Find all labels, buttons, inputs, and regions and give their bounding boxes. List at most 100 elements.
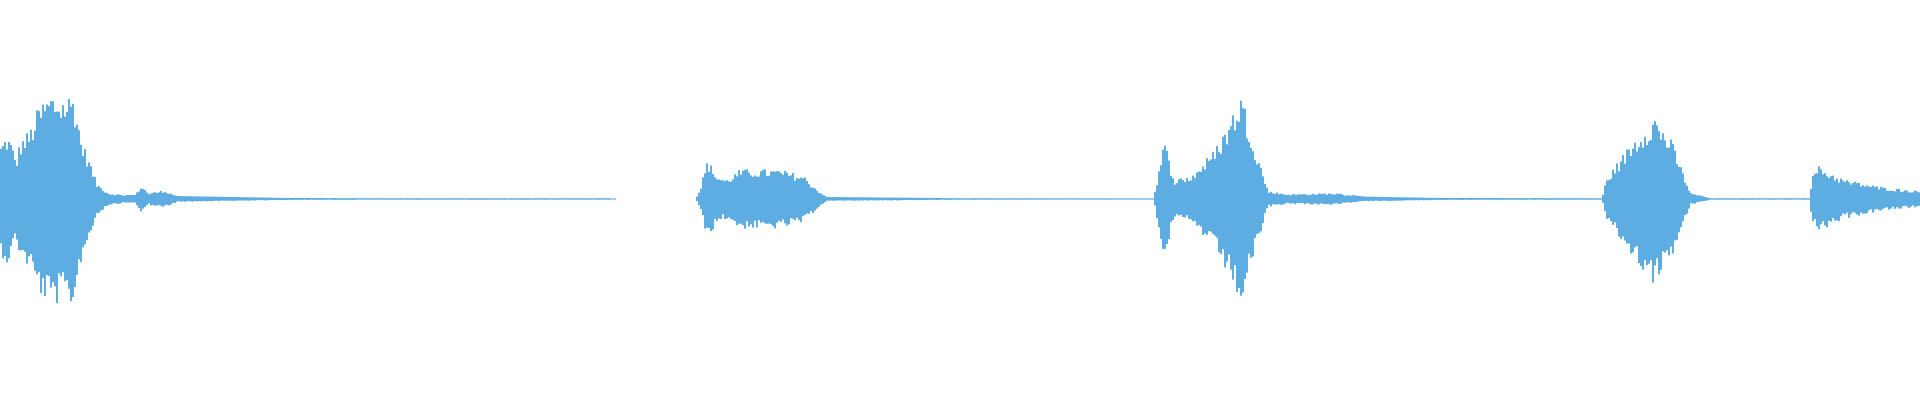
waveform-sample — [518, 198, 520, 200]
waveform-sample — [552, 198, 554, 200]
waveform-sample — [1680, 167, 1682, 228]
waveform-sample — [1390, 197, 1392, 201]
waveform-sample — [780, 173, 782, 222]
waveform-sample — [1750, 198, 1752, 200]
waveform-sample — [922, 197, 924, 201]
waveform-sample — [938, 198, 940, 200]
waveform-sample — [270, 197, 272, 201]
waveform-sample — [602, 198, 604, 200]
waveform-sample — [1406, 197, 1408, 201]
waveform-sample — [724, 180, 726, 219]
waveform-sample — [1878, 189, 1880, 211]
waveform-sample — [264, 197, 266, 201]
waveform-sample — [1764, 198, 1766, 200]
waveform-sample — [94, 176, 96, 218]
waveform-sample — [256, 197, 258, 201]
waveform-sample — [414, 198, 416, 200]
waveform-sample — [800, 177, 802, 223]
waveform-sample — [1222, 136, 1224, 250]
waveform-sample — [1894, 191, 1896, 209]
waveform-sample — [156, 192, 158, 206]
waveform-sample — [282, 197, 284, 201]
waveform-sample — [152, 192, 154, 205]
waveform-sample — [1858, 182, 1860, 216]
waveform-sample — [1166, 150, 1168, 244]
waveform-sample — [402, 198, 404, 200]
waveform-sample — [1346, 195, 1348, 203]
waveform-sample — [136, 192, 138, 206]
waveform-sample — [72, 103, 74, 297]
waveform-sample — [1430, 197, 1432, 201]
waveform-sample — [1806, 198, 1808, 200]
waveform-sample — [426, 198, 428, 200]
waveform-sample — [1898, 189, 1900, 209]
waveform-sample — [218, 196, 220, 202]
waveform-sample — [1622, 155, 1624, 237]
waveform-sample — [572, 198, 574, 200]
waveform-sample — [18, 147, 20, 251]
waveform-sample — [1446, 198, 1448, 200]
waveform-sample — [984, 198, 986, 200]
waveform-bars — [0, 98, 1920, 304]
waveform-sample — [1274, 194, 1276, 205]
waveform-sample — [192, 196, 194, 202]
waveform-sample — [586, 198, 588, 200]
waveform-sample — [968, 198, 970, 200]
waveform-sample — [1408, 197, 1410, 201]
waveform-sample — [1028, 198, 1030, 200]
waveform-sample — [1100, 198, 1102, 200]
waveform-sample — [1180, 178, 1182, 215]
waveform-sample — [1000, 198, 1002, 200]
waveform-sample — [1704, 196, 1706, 201]
waveform-sample — [434, 198, 436, 200]
waveform-sample — [1526, 198, 1528, 200]
waveform-sample — [1754, 198, 1756, 200]
waveform-sample — [1384, 196, 1386, 201]
waveform-sample — [410, 198, 412, 200]
waveform-sample — [1218, 152, 1220, 253]
waveform-sample — [1280, 193, 1282, 205]
waveform-sample — [1064, 198, 1066, 200]
waveform-sample — [962, 198, 964, 200]
waveform-sample — [560, 198, 562, 200]
waveform-sample — [1582, 198, 1584, 200]
waveform-sample — [1536, 198, 1538, 200]
waveform-sample — [432, 198, 434, 200]
waveform-sample — [370, 198, 372, 200]
waveform-sample — [1374, 196, 1376, 201]
waveform-sample — [1074, 198, 1076, 200]
waveform-sample — [994, 198, 996, 200]
waveform-sample — [1690, 193, 1692, 204]
waveform-sample — [1566, 198, 1568, 200]
waveform-sample — [1876, 186, 1878, 209]
waveform-sample — [1598, 198, 1600, 200]
waveform-sample — [478, 198, 480, 200]
waveform-sample — [240, 197, 242, 201]
waveform-sample — [128, 195, 130, 203]
waveform-sample — [1006, 198, 1008, 200]
waveform-sample — [1748, 198, 1750, 200]
waveform-sample — [132, 195, 134, 203]
waveform-sample — [866, 197, 868, 201]
waveform-sample — [1838, 182, 1840, 222]
waveform-sample — [1636, 151, 1638, 247]
waveform-sample — [556, 198, 558, 200]
waveform-sample — [1352, 195, 1354, 202]
waveform-sample — [320, 198, 322, 200]
waveform-sample — [54, 112, 56, 287]
waveform-sample — [1648, 141, 1650, 264]
waveform-sample — [116, 194, 118, 204]
waveform-sample — [964, 198, 966, 200]
waveform-sample — [1182, 180, 1184, 218]
waveform-sample — [860, 197, 862, 201]
waveform-sample — [816, 190, 818, 209]
waveform-sample — [1358, 195, 1360, 202]
waveform-sample — [514, 198, 516, 200]
waveform-sample — [960, 198, 962, 200]
waveform-sample — [1104, 198, 1106, 200]
waveform-sample — [940, 198, 942, 200]
waveform-sample — [836, 197, 838, 201]
waveform-sample — [906, 197, 908, 200]
waveform-sample — [1300, 194, 1302, 204]
waveform-sample — [86, 166, 88, 241]
